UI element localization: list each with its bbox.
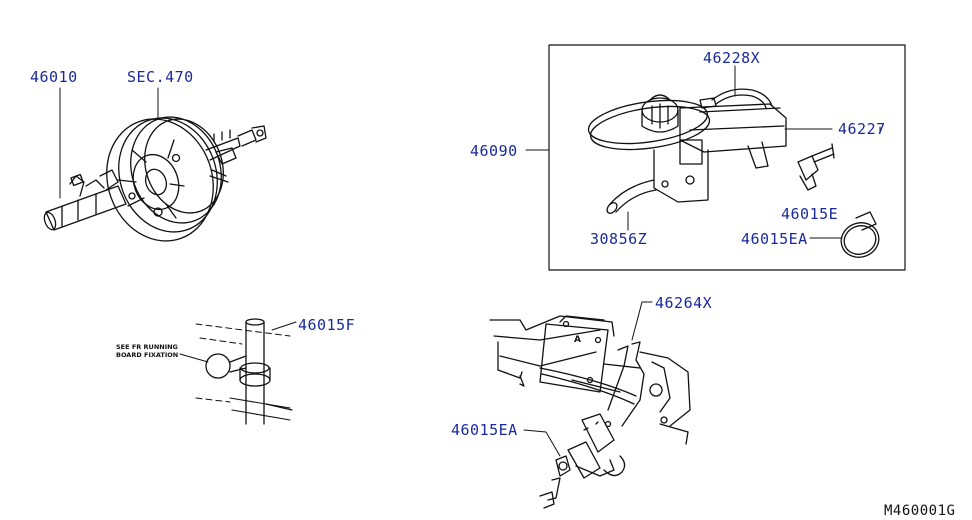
- reservoir-assembly: [587, 65, 881, 258]
- clip-detail: [179, 318, 297, 425]
- brake-booster-assembly: [43, 87, 267, 242]
- fixation-note: SEE FR RUNNING BOARD FIXATION: [116, 343, 178, 359]
- label-46015ea-bottom: 46015EA: [451, 421, 518, 439]
- label-46010: 46010: [30, 68, 78, 86]
- label-46264x: 46264X: [655, 294, 713, 312]
- reservoir-frame: [548, 44, 906, 271]
- label-30856z: 30856Z: [590, 230, 648, 248]
- label-46015f: 46015F: [298, 316, 356, 334]
- label-46227: 46227: [838, 120, 886, 138]
- label-46015e: 46015E: [781, 205, 839, 223]
- diagram-code: M460001G: [884, 503, 956, 519]
- label-sec-470: SEC.470: [127, 68, 194, 86]
- label-46228x: 46228X: [703, 49, 761, 67]
- label-46015ea-top: 46015EA: [741, 230, 808, 248]
- frame-bracket-assembly: [489, 301, 691, 509]
- view-marker: A: [574, 335, 581, 345]
- fixation-note-line2: BOARD FIXATION: [116, 351, 179, 359]
- fixation-note-line1: SEE FR RUNNING: [116, 343, 178, 351]
- label-46090: 46090: [470, 142, 518, 160]
